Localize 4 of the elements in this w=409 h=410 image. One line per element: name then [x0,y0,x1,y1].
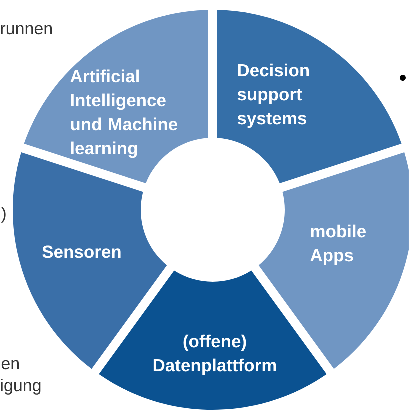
segment: Decision support systems [218,10,402,184]
text-fragment: igung [1,379,41,395]
text-fragment: ) [1,207,6,223]
segment: (offene) Datenplattform [99,270,327,410]
